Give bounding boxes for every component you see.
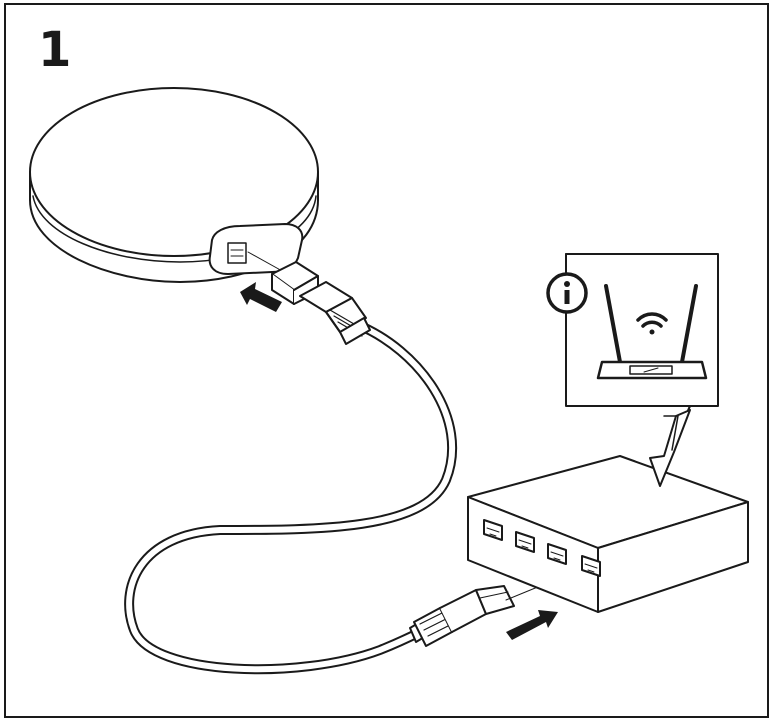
rj45-plug-switch-end [409,567,585,647]
ethernet-cable [124,319,457,675]
insert-arrow-hub [240,282,282,312]
rj45-plug-hub-end [247,251,371,345]
step-number: 1 [38,22,72,78]
instruction-frame [4,3,769,718]
switch-port-3 [547,543,567,565]
switch-port-1 [483,519,503,541]
info-icon [546,272,588,314]
switch-port-2 [515,531,535,553]
router-icon [596,284,708,380]
wifi-icon [636,312,668,335]
network-switch [467,455,749,613]
switch-port-4 [581,555,601,577]
insert-arrow-switch [506,610,558,640]
hub-device [29,87,319,283]
